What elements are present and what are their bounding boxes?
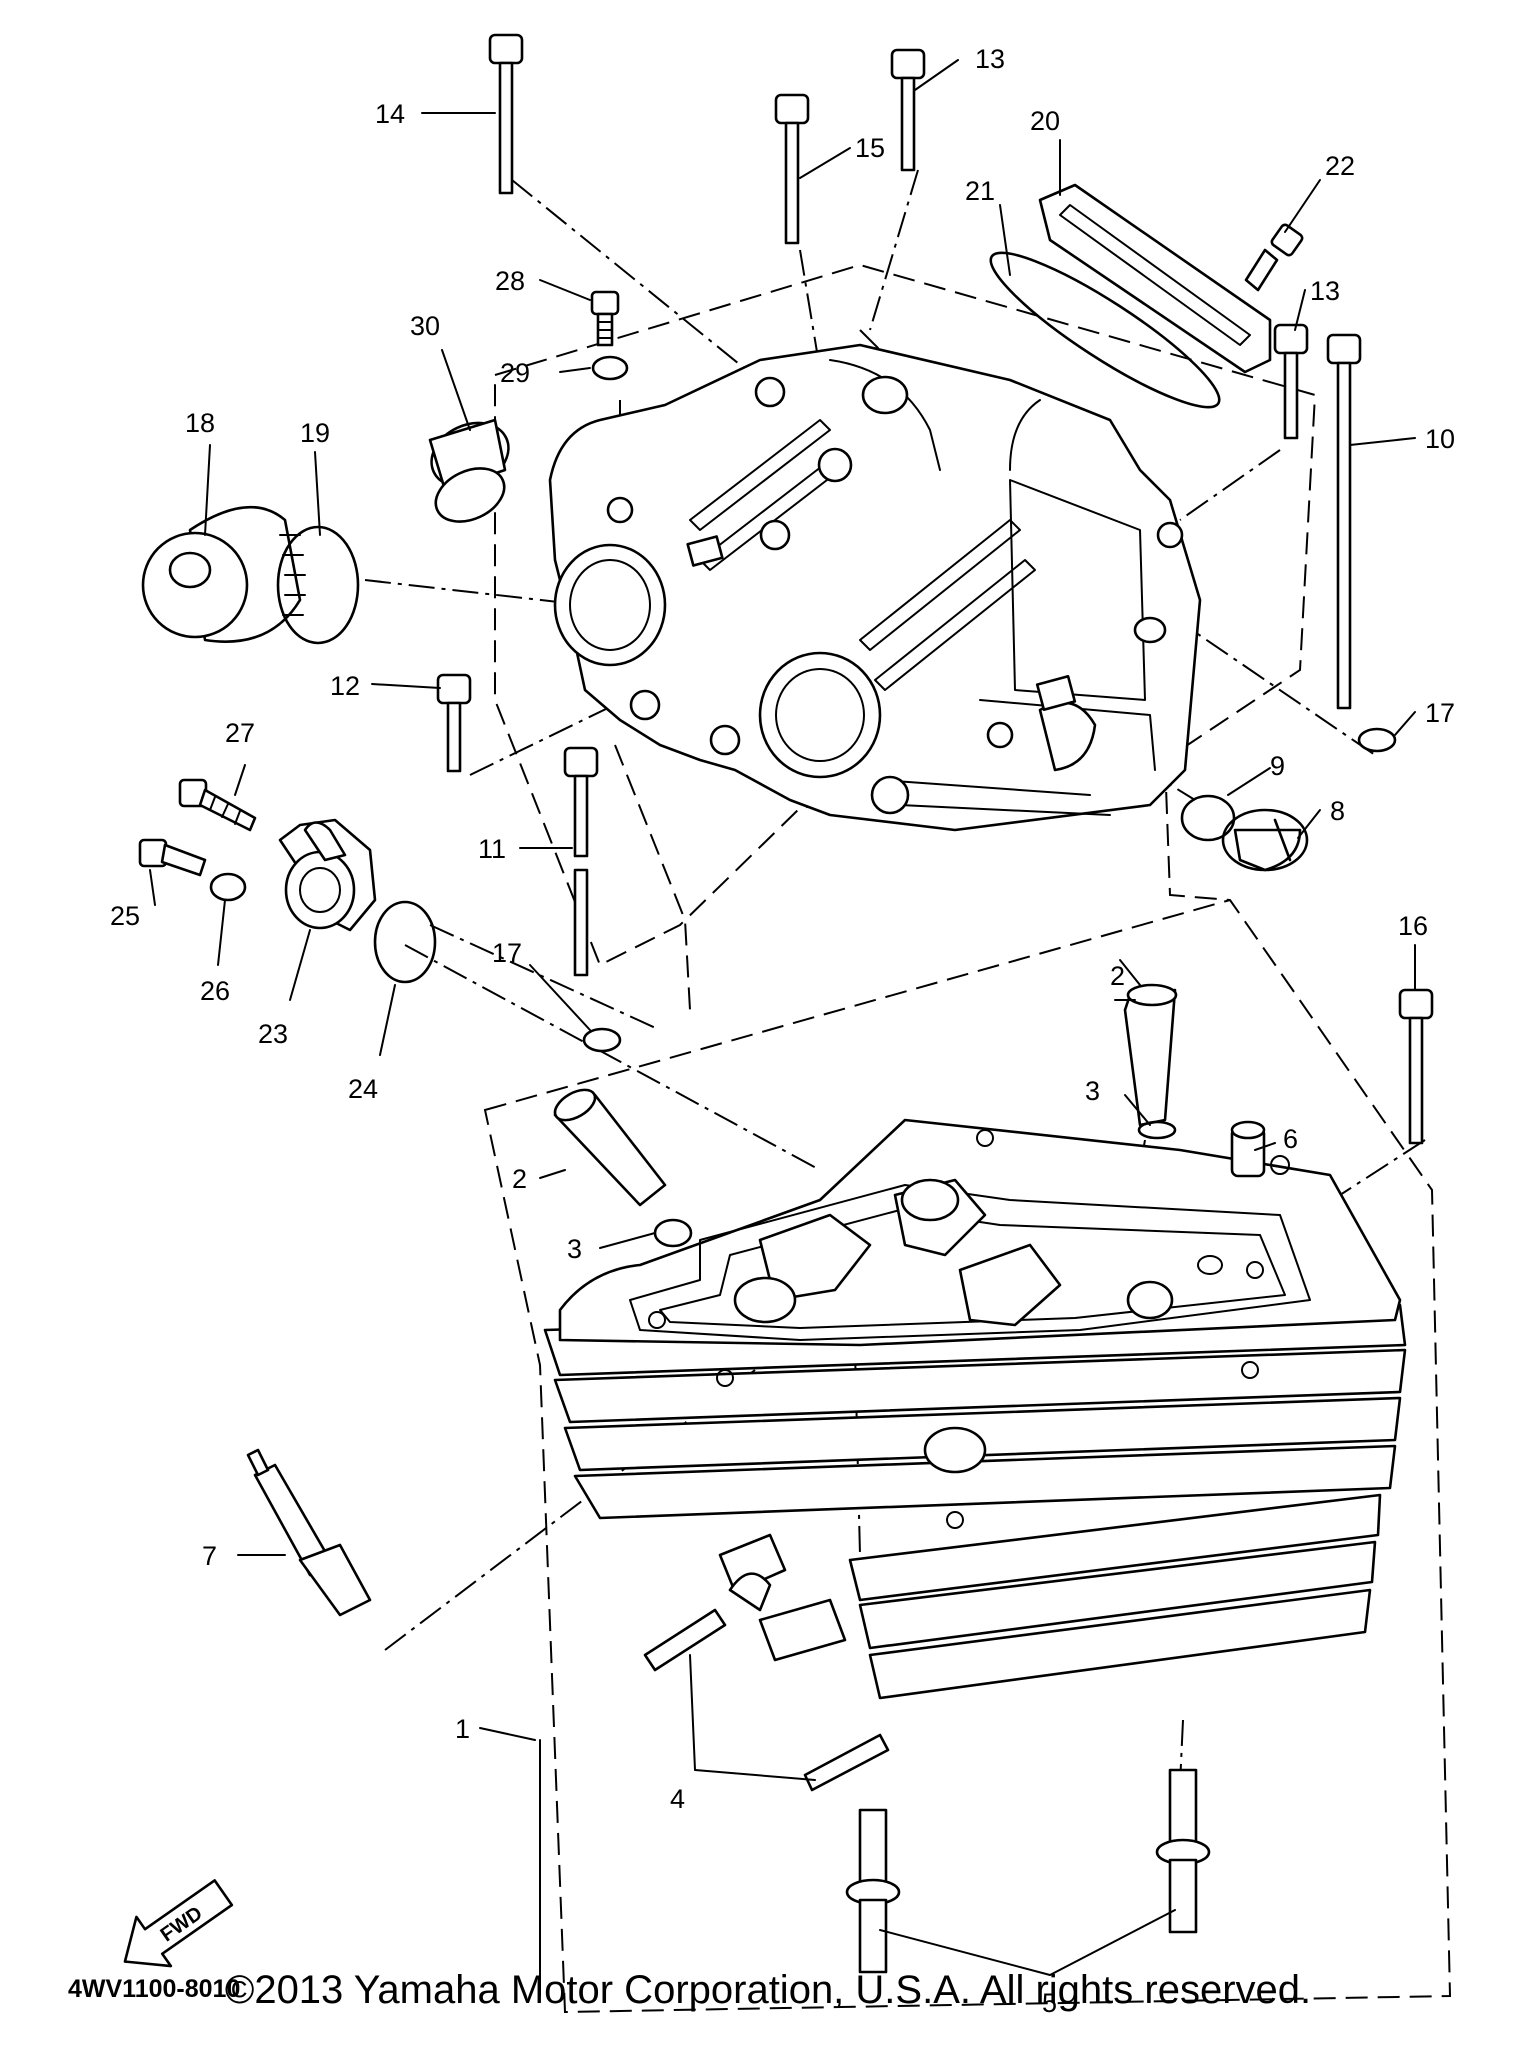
right-plug-boundary: [1164, 759, 1231, 901]
callout-11: 11: [478, 834, 506, 864]
callout-labels: 14 15 13 20 21 22 13 10 28 30 29 18 19 1…: [110, 44, 1455, 2018]
part-30-cap: [428, 418, 510, 523]
part-13-bolt-right: [1273, 323, 1309, 440]
callout-15: 15: [855, 133, 885, 163]
part-23-tensioner: [278, 818, 377, 932]
part-27-bolt: [178, 778, 257, 832]
part-5-stud-left: [845, 1808, 901, 1974]
callout-22: 22: [1325, 151, 1355, 181]
part-3-clip-right: [1137, 1120, 1177, 1140]
part-26-washer: [209, 872, 247, 902]
part-2-valve-guide-left: [553, 1088, 667, 1207]
part-28-bolt: [590, 290, 620, 347]
part-5-stud-right: [1155, 1768, 1211, 1934]
callout-27: 27: [225, 718, 255, 748]
callout-9: 7: [202, 1541, 217, 1571]
callout-24: 24: [348, 1074, 378, 1104]
cylinder-head: [543, 1118, 1407, 1700]
part-11-bolt: [563, 746, 599, 977]
callout-23: 23: [258, 1019, 288, 1049]
callout-7: 8: [1330, 796, 1345, 826]
cylinder-head-cover: [548, 343, 1202, 832]
cover-lower-boundary: [614, 744, 691, 1011]
callout-21: 21: [965, 176, 995, 206]
part-22-screw: [1244, 223, 1304, 292]
callout-25: 25: [110, 901, 140, 931]
part-10-bolt: [1326, 333, 1362, 710]
part-14-bolt: [488, 33, 524, 195]
callout-5: 5: [1042, 1988, 1057, 2018]
callout-19: 19: [300, 418, 330, 448]
part-12-bolt: [436, 673, 472, 773]
callout-18: 18: [185, 408, 215, 438]
part-15-bolt: [774, 93, 810, 245]
callout-14: 14: [375, 99, 405, 129]
callout-8: 9: [1270, 751, 1285, 781]
part-19-o-ring: [276, 525, 360, 645]
part-9-spark-plug: [246, 1448, 372, 1617]
callout-leaders: [149, 59, 1416, 1996]
callout-17-right: 17: [1425, 698, 1455, 728]
callout-2-right: 2: [1110, 961, 1125, 991]
callout-28: 28: [495, 266, 525, 296]
part-20-cover-plate: [1038, 183, 1272, 374]
callout-13-top: 13: [975, 44, 1005, 74]
part-4-stud-upper: [643, 1608, 727, 1672]
part-25-bolt: [138, 838, 207, 877]
callout-16: 16: [1398, 911, 1428, 941]
drawing-number: 4WV1100-8010: [68, 1975, 240, 2003]
part-7-plug: [1221, 808, 1309, 872]
callout-6: 6: [1283, 1124, 1298, 1154]
callout-4: 4: [670, 1784, 685, 1814]
part-17-washer-left: [582, 1027, 622, 1053]
callout-20: 20: [1030, 106, 1060, 136]
part-17-washer-right: [1357, 727, 1397, 753]
part-4-stud-lower: [803, 1733, 890, 1792]
callout-1: 1: [455, 1714, 470, 1744]
part-3-clip-left: [653, 1218, 693, 1248]
callout-30: 30: [410, 311, 440, 341]
part-16-bolt: [1398, 988, 1434, 1145]
callout-12: 12: [330, 671, 360, 701]
callout-13-right: 13: [1310, 276, 1340, 306]
part-13-bolt-top: [890, 48, 926, 172]
part-2-valve-guide-right: [1123, 983, 1178, 1127]
callout-3-left: 3: [567, 1234, 582, 1264]
callout-2-left: 2: [512, 1164, 527, 1194]
part-29-washer: [591, 355, 629, 381]
callout-17-left: 17: [492, 938, 522, 968]
part-21-gasket: [989, 251, 1221, 409]
callout-26: 26: [200, 976, 230, 1006]
callout-10: 10: [1425, 424, 1455, 454]
callout-3-right: 3: [1085, 1076, 1100, 1106]
part-24-o-ring: [373, 900, 437, 984]
part-18-tappet-cover: [141, 505, 306, 643]
callout-29: 29: [500, 358, 530, 388]
part-8-o-ring: [1180, 794, 1236, 842]
part-6-dowel: [1230, 1120, 1266, 1178]
copyright-notice: ©2013 Yamaha Motor Corporation, U.S.A. A…: [224, 1968, 1312, 2012]
